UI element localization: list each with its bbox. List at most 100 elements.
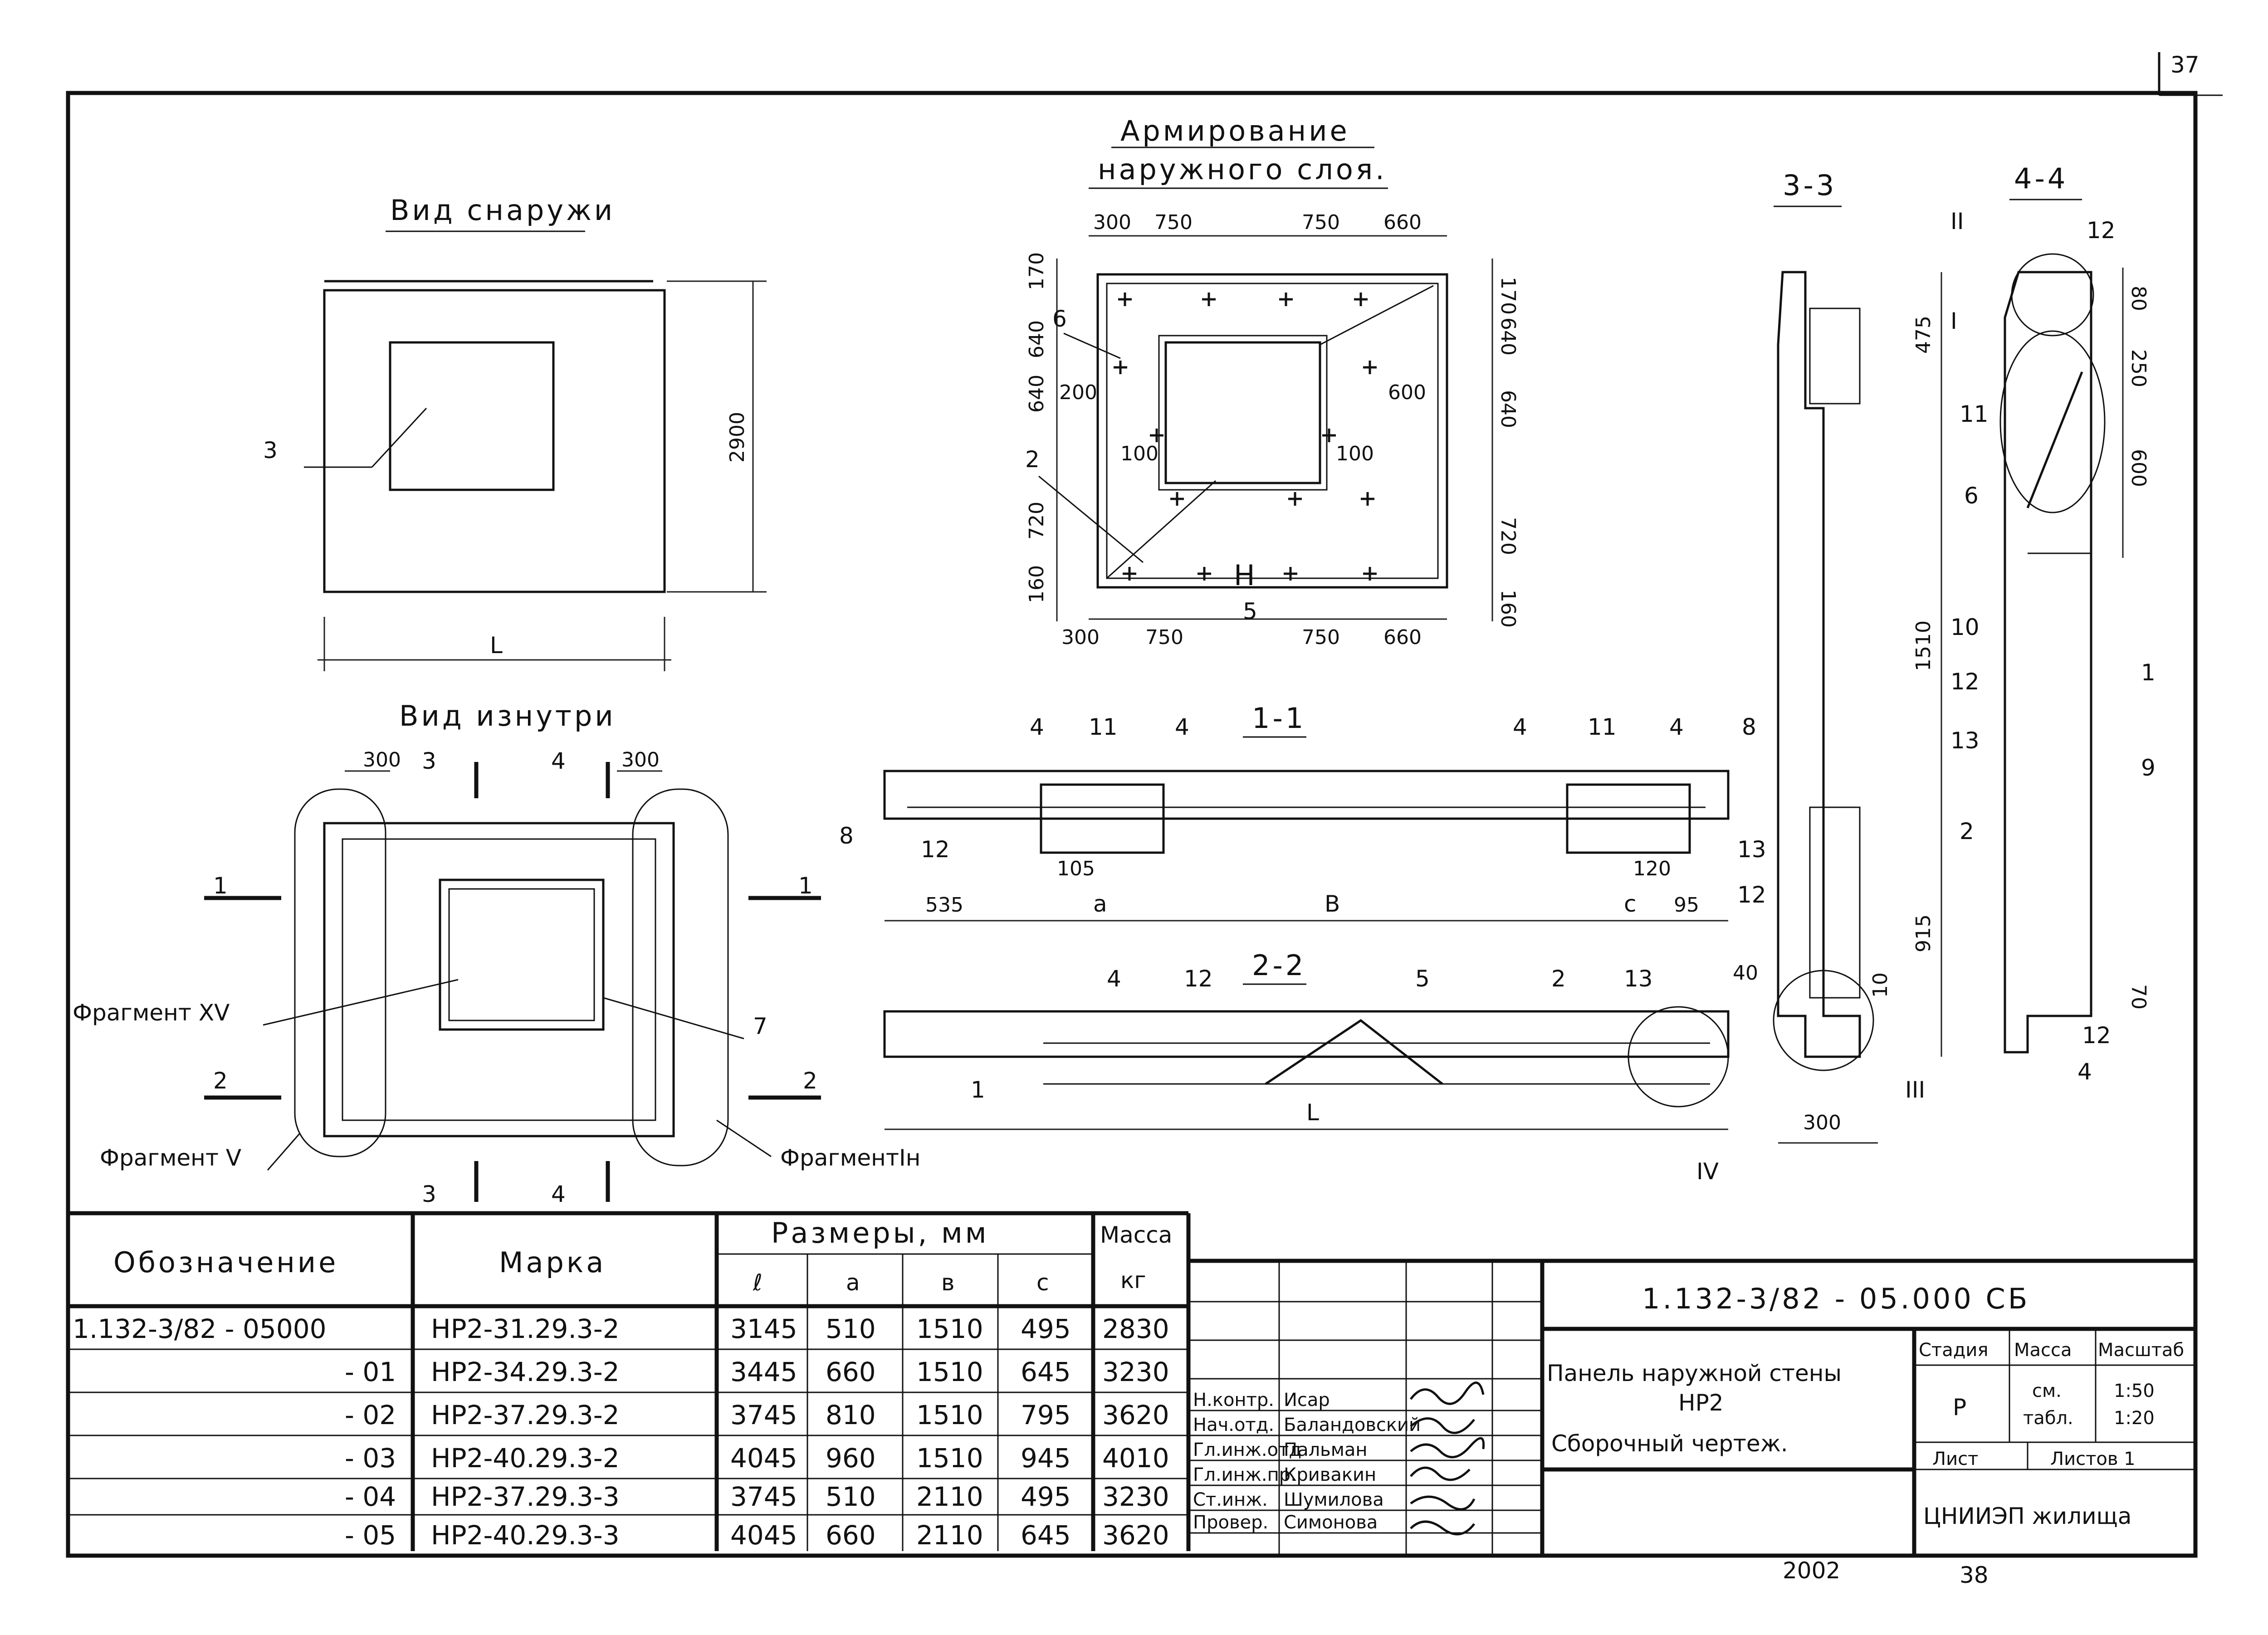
cell-l: 3745 [730,1481,797,1512]
fragment-label-xv: Фрагмент XV [73,1000,230,1026]
cell-a: 810 [826,1400,876,1430]
reinf-dim-left-3: 640 [1025,375,1048,413]
fragment-label-iv: IV [1696,1158,1719,1185]
spec-table: Обозначение Марка Размеры, мм Масса кг ℓ… [68,1211,1191,1551]
mass-header: Масса [2014,1340,2072,1361]
s11-callout-4-a: 4 [1030,714,1044,740]
cell-c: 495 [1021,1313,1071,1344]
cell-a: 660 [826,1520,876,1551]
s44-callout-13: 13 [1950,727,1980,754]
cell-mass: 3230 [1102,1357,1169,1387]
cell-designation: - 02 [345,1400,396,1430]
signature-role: Гл.инж.отд [1193,1440,1301,1460]
scale-header: Масштаб [2098,1340,2184,1361]
s22-dim-40: 40 [1733,961,1758,985]
s44-callout-12-bottom: 12 [2082,1022,2111,1049]
cell-b: 1510 [916,1400,983,1430]
signature-name: Пальман [1284,1440,1368,1460]
cell-designation: - 03 [345,1443,396,1474]
cell-c: 645 [1021,1357,1071,1387]
signature-name: Шумилова [1284,1489,1384,1510]
section-mark-2-left: 2 [213,1068,228,1094]
panel-outside-outline [323,289,666,593]
stage-value: Р [1953,1394,1966,1420]
s11-callout-8-right: 8 [1742,714,1756,740]
reinf-dim-bottom-4: 660 [1383,626,1422,649]
s11-callout-4-c: 4 [1513,714,1527,740]
fragment-i-outline [1999,330,2106,513]
s11-callout-12: 12 [921,836,950,863]
cell-designation: 1.132-3/82 - 05000 [73,1313,327,1344]
signature-role: Н.контр. [1193,1390,1274,1410]
s33-dim-300: 300 [1803,1111,1841,1134]
fragment-ii-outline [2011,253,2094,337]
header-mass: Масса [1100,1222,1172,1248]
cell-designation: - 04 [345,1481,396,1512]
cell-l: 4045 [730,1443,797,1474]
cell-mark: НР2-31.29.3-2 [431,1313,620,1344]
table-row: - 02 НР2-37.29.3-2 3745 810 1510 795 362… [345,1400,1169,1430]
window-opening-reinf [1164,341,1321,484]
section-3-3: 3-3 475 1510 915 10 300 13 12 III [1737,169,1942,1144]
sheet-label: Лист [1932,1449,1978,1469]
title-block: 1.132-3/82 - 05.000 СБ Панель наружной с… [1188,1259,2195,1556]
cell-c: 945 [1021,1443,1071,1474]
s44-callout-10: 10 [1950,614,1980,640]
section-mark-4-bottom: 4 [551,1181,566,1207]
cell-b: 1510 [916,1357,983,1387]
cell-c: 495 [1021,1481,1071,1512]
s44-callout-12-top: 12 [2087,217,2116,244]
s44-dim-600: 600 [2127,449,2150,487]
signature-row: Нач.отд. Баландовский [1193,1415,1421,1435]
organization: ЦНИИЭП жилища [1923,1503,2131,1529]
s11-callout-4-b: 4 [1175,714,1189,740]
fragment-label-ii: II [1950,208,1964,234]
signature-name: Кривакин [1284,1464,1376,1485]
cell-designation: - 05 [345,1520,396,1551]
section-mark-1-left: 1 [213,873,228,899]
fragment-label-i: I [1950,308,1957,334]
fragment-iii-outline [1773,970,1874,1071]
inside-dim-300-right: 300 [621,748,660,771]
reinf-dim-left-5: 160 [1025,565,1048,603]
s44-callout-9: 9 [2141,755,2156,781]
cell-a: 660 [826,1357,876,1387]
cell-l: 3445 [730,1357,797,1387]
section-2-2: 2-2 4 12 5 2 13 1 40 L IV [883,949,1758,1185]
s22-callout-2: 2 [1551,966,1566,992]
view-inside-title: Вид изнутри [399,699,616,732]
reinf-dim-bottom-3: 750 [1302,626,1340,649]
callout-3: 3 [263,437,278,464]
s33-dim-10: 10 [1869,972,1892,998]
cell-mass: 3620 [1102,1520,1169,1551]
signature-name: Баландовский [1284,1415,1421,1435]
dim-height-2900: 2900 [726,412,749,463]
section-mark-4-top: 4 [551,748,566,774]
reinf-dim-right-3: 640 [1496,390,1520,428]
s22-length-L: L [1306,1099,1319,1126]
fragment-label-v: Фрагмент V [100,1145,241,1171]
section-mark-3-bottom: 3 [422,1181,436,1207]
signature-row: Ст.инж. Шумилова [1193,1489,1384,1510]
s22-callout-4: 4 [1107,966,1121,992]
signature-name: Исар [1284,1390,1330,1410]
cell-a: 510 [826,1481,876,1512]
panel-reinf-outline [1096,273,1448,589]
reinf-dim-left-4: 720 [1025,502,1048,540]
view-outside-title: Вид снаружи [390,194,615,227]
section-2-2-body [883,1010,1730,1058]
view-inside: Вид изнутри 300 300 3 4 1 1 2 2 3 4 Фраг… [73,699,920,1207]
s44-callout-1: 1 [2141,659,2156,686]
reinf-dim-right-5: 160 [1496,590,1520,628]
section-1-1-body [883,770,1730,820]
cell-b: 2110 [916,1520,983,1551]
section-4-4: 4-4 80 250 600 70 12 11 6 10 12 13 2 1 9… [1950,162,2156,1085]
s44-dim-250: 250 [2127,349,2150,387]
inside-dim-300-left: 300 [363,748,401,771]
cell-mark: НР2-34.29.3-2 [431,1357,620,1387]
reinf-callout-5: 5 [1243,598,1257,625]
table-row: - 01 НР2-34.29.3-2 3445 660 1510 645 323… [345,1357,1169,1387]
reinf-dim-inner-100-right: 100 [1336,442,1374,465]
header-designation: Обозначение [113,1246,338,1279]
signature-role: Гл.инж.пр. [1193,1464,1296,1485]
